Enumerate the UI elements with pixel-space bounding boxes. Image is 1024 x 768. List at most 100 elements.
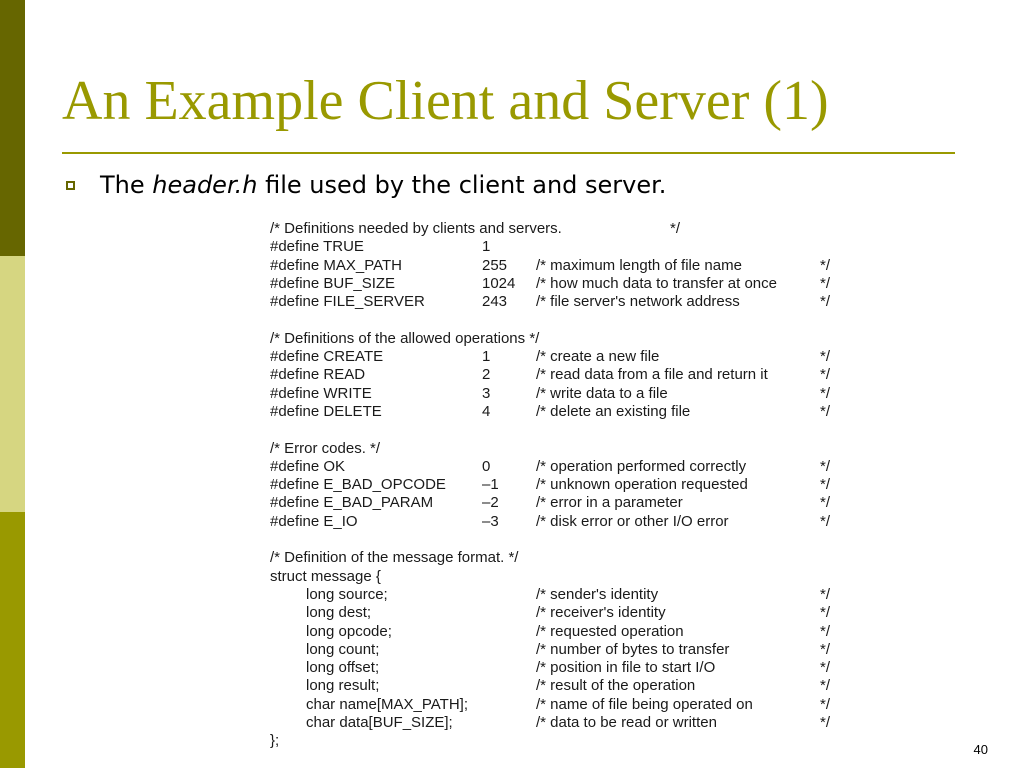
comment-end: */	[820, 293, 831, 311]
field-comment: /* requested operation	[536, 622, 684, 640]
struct-field: long dest;	[306, 604, 372, 622]
field-comment: /* result of the operation	[536, 677, 696, 695]
define-directive: #define E_IO	[270, 512, 358, 530]
code-line: long count; /* number of bytes to transf…	[270, 641, 850, 659]
define-value: –3	[482, 512, 499, 530]
define-directive: #define E_BAD_PARAM	[270, 494, 434, 512]
define-value: 3	[482, 384, 491, 402]
code-line: long opcode; /* requested operation */	[270, 623, 850, 641]
define-value: –2	[482, 494, 499, 512]
code-comment: /* Error codes. */	[270, 439, 381, 457]
sidebar-accent-bottom	[0, 512, 25, 768]
define-value: 1	[482, 348, 491, 366]
code-line: #define CREATE 1 /* create a new file */	[270, 348, 850, 366]
define-value: 1024	[482, 274, 516, 292]
code-line: long source; /* sender's identity */	[270, 586, 850, 604]
comment-end: */	[820, 585, 831, 603]
code-line: long dest; /* receiver's identity */	[270, 604, 850, 622]
code-line: long offset; /* position in file to star…	[270, 659, 850, 677]
define-directive: #define CREATE	[270, 348, 384, 366]
define-value: 2	[482, 366, 491, 384]
define-directive: #define TRUE	[270, 238, 364, 256]
field-comment: /* receiver's identity	[536, 604, 666, 622]
code-line: #define DELETE 4 /* delete an existing f…	[270, 403, 850, 421]
code-line: char name[MAX_PATH]; /* name of file bei…	[270, 696, 850, 714]
define-comment: /* write data to a file	[536, 384, 668, 402]
code-comment: /* Definitions needed by clients and ser…	[270, 220, 562, 237]
code-line: #define E_IO –3 /* disk error or other I…	[270, 513, 850, 531]
define-value: –1	[482, 476, 499, 494]
struct-open: struct message {	[270, 567, 381, 585]
code-line: #define FILE_SERVER 243 /* file server's…	[270, 293, 850, 311]
title-divider	[62, 152, 955, 154]
define-directive: #define FILE_SERVER	[270, 293, 425, 311]
struct-field: long result;	[306, 677, 380, 695]
define-comment: /* how much data to transfer at once	[536, 274, 777, 292]
sidebar-accent-top	[0, 0, 25, 256]
bullet-square-icon	[66, 181, 75, 190]
define-value: 255	[482, 256, 508, 274]
define-directive: #define MAX_PATH	[270, 256, 403, 274]
comment-end: */	[820, 640, 831, 658]
blank-line	[270, 311, 850, 329]
define-comment: /* operation performed correctly	[536, 457, 747, 475]
comment-end: */	[820, 695, 831, 713]
bullet-text-after: file used by the client and server.	[257, 171, 667, 199]
code-line: /* Definitions of the allowed operations…	[270, 330, 850, 348]
slide-number: 40	[973, 742, 988, 757]
field-comment: /* data to be read or written	[536, 714, 717, 732]
code-comment: /* Definitions of the allowed operations…	[270, 329, 540, 347]
define-directive: #define OK	[270, 457, 346, 475]
struct-field: char name[MAX_PATH];	[306, 695, 468, 713]
struct-close: };	[270, 732, 280, 750]
comment-end: */	[820, 366, 831, 384]
define-comment: /* disk error or other I/O error	[536, 512, 729, 530]
code-comment-end: */	[670, 220, 681, 237]
struct-field: long offset;	[306, 659, 380, 677]
define-comment: /* file server's network address	[536, 293, 740, 311]
define-comment: /* error in a parameter	[536, 494, 683, 512]
code-line: char data[BUF_SIZE]; /* data to be read …	[270, 714, 850, 732]
bullet-text: The header.h file used by the client and…	[100, 169, 666, 201]
comment-end: */	[820, 604, 831, 622]
code-line: #define MAX_PATH 255 /* maximum length o…	[270, 257, 850, 275]
define-directive: #define DELETE	[270, 402, 382, 420]
define-value: 243	[482, 293, 508, 311]
code-line: /* Definitions needed by clients and ser…	[270, 220, 850, 238]
comment-end: */	[820, 659, 831, 677]
define-comment: /* delete an existing file	[536, 402, 691, 420]
define-comment: /* read data from a file and return it	[536, 366, 768, 384]
code-line: /* Definition of the message format. */	[270, 549, 850, 567]
bullet-text-before: The	[100, 171, 153, 199]
comment-end: */	[820, 494, 831, 512]
define-comment: /* unknown operation requested	[536, 476, 748, 494]
code-line: struct message {	[270, 568, 850, 586]
comment-end: */	[820, 384, 831, 402]
code-line: };	[270, 732, 850, 750]
field-comment: /* sender's identity	[536, 585, 659, 603]
comment-end: */	[820, 274, 831, 292]
comment-end: */	[820, 348, 831, 366]
struct-field: char data[BUF_SIZE];	[306, 714, 453, 732]
define-value: 0	[482, 457, 491, 475]
code-listing: /* Definitions needed by clients and ser…	[270, 220, 850, 751]
struct-field: long opcode;	[306, 622, 392, 640]
code-line: #define TRUE 1	[270, 238, 850, 256]
comment-end: */	[820, 622, 831, 640]
blank-line	[270, 421, 850, 439]
code-line: #define WRITE 3 /* write data to a file …	[270, 385, 850, 403]
define-comment: /* maximum length of file name	[536, 256, 742, 274]
define-directive: #define E_BAD_OPCODE	[270, 476, 446, 494]
struct-field: long source;	[306, 585, 388, 603]
comment-end: */	[820, 677, 831, 695]
comment-end: */	[820, 457, 831, 475]
code-line: #define OK 0 /* operation performed corr…	[270, 458, 850, 476]
define-value: 1	[482, 238, 491, 256]
bullet-filename: header.h	[152, 171, 258, 199]
field-comment: /* name of file being operated on	[536, 695, 753, 713]
comment-end: */	[820, 512, 831, 530]
code-line: #define BUF_SIZE 1024 /* how much data t…	[270, 275, 850, 293]
field-comment: /* position in file to start I/O	[536, 659, 716, 677]
define-directive: #define BUF_SIZE	[270, 274, 396, 292]
define-directive: #define READ	[270, 366, 366, 384]
